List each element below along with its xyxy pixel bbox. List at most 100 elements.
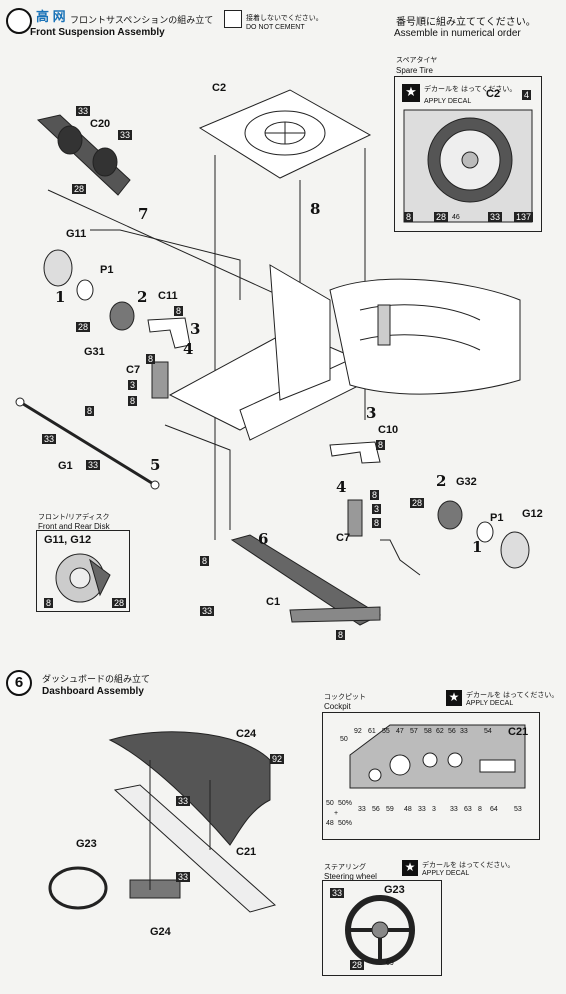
- color-63: 63: [464, 806, 472, 813]
- section5-title-en: Front Suspension Assembly: [30, 27, 165, 38]
- color-33-g1b: 33: [86, 460, 101, 470]
- color-56b: 56: [372, 806, 380, 813]
- color-3-c7: 3: [128, 380, 138, 390]
- color-8-disk: 8: [44, 598, 54, 608]
- apply-decal-en-steering: APPLY DECAL: [422, 870, 470, 877]
- star-icon-cockpit: ★: [446, 690, 462, 706]
- color-8-c7: 8: [146, 354, 156, 364]
- spare-tire-box: [394, 76, 542, 232]
- color-8-c7b: 8: [128, 396, 138, 406]
- color-53: 53: [514, 806, 522, 813]
- part-c21-box: C21: [508, 726, 529, 738]
- color-33-c1: 33: [200, 606, 215, 616]
- part-c7-left: C7: [126, 364, 141, 376]
- color-137: 137: [514, 212, 534, 222]
- color-50b: 50: [326, 800, 334, 807]
- steering-jp: ステアリング: [324, 864, 366, 871]
- color-92: 92: [270, 754, 285, 764]
- disk-box: [36, 530, 130, 612]
- color-8: 8: [404, 212, 414, 222]
- color-92-box: 92: [354, 728, 362, 735]
- section6-title-en: Dashboard Assembly: [42, 686, 144, 697]
- step-6: 6: [258, 530, 269, 548]
- part-c20: C20: [90, 118, 111, 130]
- color-58: 58: [424, 728, 432, 735]
- color-57: 57: [410, 728, 418, 735]
- color-8-g1: 8: [85, 406, 95, 416]
- color-33-e: 33: [450, 806, 458, 813]
- part-c7-right: C7: [336, 532, 351, 544]
- color-28-right: 28: [410, 498, 425, 508]
- do-not-cement-jp: 接着しないでください。: [246, 15, 323, 22]
- step-8: 8: [310, 200, 321, 218]
- star-icon-steering: ★: [402, 860, 418, 876]
- part-c10: C10: [378, 424, 399, 436]
- step-4-left: 4: [183, 340, 194, 358]
- color-3-c7r: 3: [372, 504, 382, 514]
- step-5-circle: [6, 8, 32, 34]
- step-1-left: 1: [55, 288, 66, 306]
- color-48: 48: [326, 820, 334, 827]
- color-3-d: 3: [432, 806, 436, 813]
- star-icon: ★: [402, 84, 420, 102]
- step-1-right: 1: [472, 538, 483, 556]
- color-33: 33: [488, 212, 503, 222]
- do-not-cement-en: DO NOT CEMENT: [246, 24, 305, 31]
- color-48b: 48: [404, 806, 412, 813]
- part-g24: G24: [150, 926, 171, 938]
- part-g1: G1: [58, 460, 73, 472]
- apply-decal-en-cockpit: APPLY DECAL: [466, 700, 514, 707]
- apply-decal-en: APPLY DECAL: [424, 98, 472, 105]
- steering-en: Steering wheel: [324, 872, 377, 881]
- section6-title-jp: ダッシュボードの組み立て: [42, 674, 151, 684]
- part-c24: C24: [236, 728, 257, 740]
- plus-sign: +: [334, 810, 339, 817]
- color-56: 56: [448, 728, 456, 735]
- color-69: 69: [386, 960, 394, 967]
- color-4: 4: [522, 90, 532, 100]
- color-47: 47: [396, 728, 404, 735]
- color-28-steer: 28: [350, 960, 365, 970]
- part-g11: G11: [66, 228, 87, 240]
- color-28-hub: 28: [76, 322, 91, 332]
- watermark: 高 网: [36, 9, 66, 24]
- step-5: 5: [150, 456, 161, 474]
- no-cement-icon: [224, 10, 242, 28]
- color-28-c20: 28: [72, 184, 87, 194]
- part-g23-box: G23: [384, 884, 405, 896]
- color-8-c11: 8: [174, 306, 184, 316]
- disk-parts: G11, G12: [44, 534, 92, 546]
- part-c2: C2: [212, 82, 227, 94]
- pct-50: 50%: [338, 800, 353, 807]
- part-c2-box: C2: [486, 88, 501, 100]
- color-28-disk: 28: [112, 598, 127, 608]
- cockpit-box: [322, 712, 540, 840]
- spare-tire-jp: スペアタイヤ: [396, 57, 438, 64]
- pct-50b: 50%: [338, 820, 353, 827]
- disk-en: Front and Rear Disk: [38, 522, 110, 531]
- color-8-c10: 8: [376, 440, 386, 450]
- section5-title-jp: フロントサスペンションの組み立て: [70, 15, 214, 25]
- part-g23: G23: [76, 838, 97, 850]
- spare-tire-en: Spare Tire: [396, 66, 433, 75]
- part-g12: G12: [522, 508, 543, 520]
- color-55: 55: [382, 728, 390, 735]
- part-p1-right: P1: [490, 512, 504, 524]
- color-33-steer: 33: [330, 888, 345, 898]
- order-en: Assemble in numerical order: [394, 28, 521, 39]
- part-c1: C1: [266, 596, 281, 608]
- step-2-left: 2: [137, 288, 148, 306]
- color-8-c1: 8: [200, 556, 210, 566]
- apply-decal-jp-cockpit: デカールを はってください。: [466, 692, 559, 699]
- color-33-c24: 33: [176, 796, 191, 806]
- color-62: 62: [436, 728, 444, 735]
- apply-decal-jp: デカールを はってください。: [424, 86, 517, 93]
- color-33-box: 33: [460, 728, 468, 735]
- color-59: 59: [386, 806, 394, 813]
- apply-decal-jp-steering: デカールを はってください。: [422, 862, 515, 869]
- color-8-c7rb: 8: [372, 518, 382, 528]
- color-46: 46: [452, 214, 460, 221]
- step-7: 7: [138, 205, 149, 223]
